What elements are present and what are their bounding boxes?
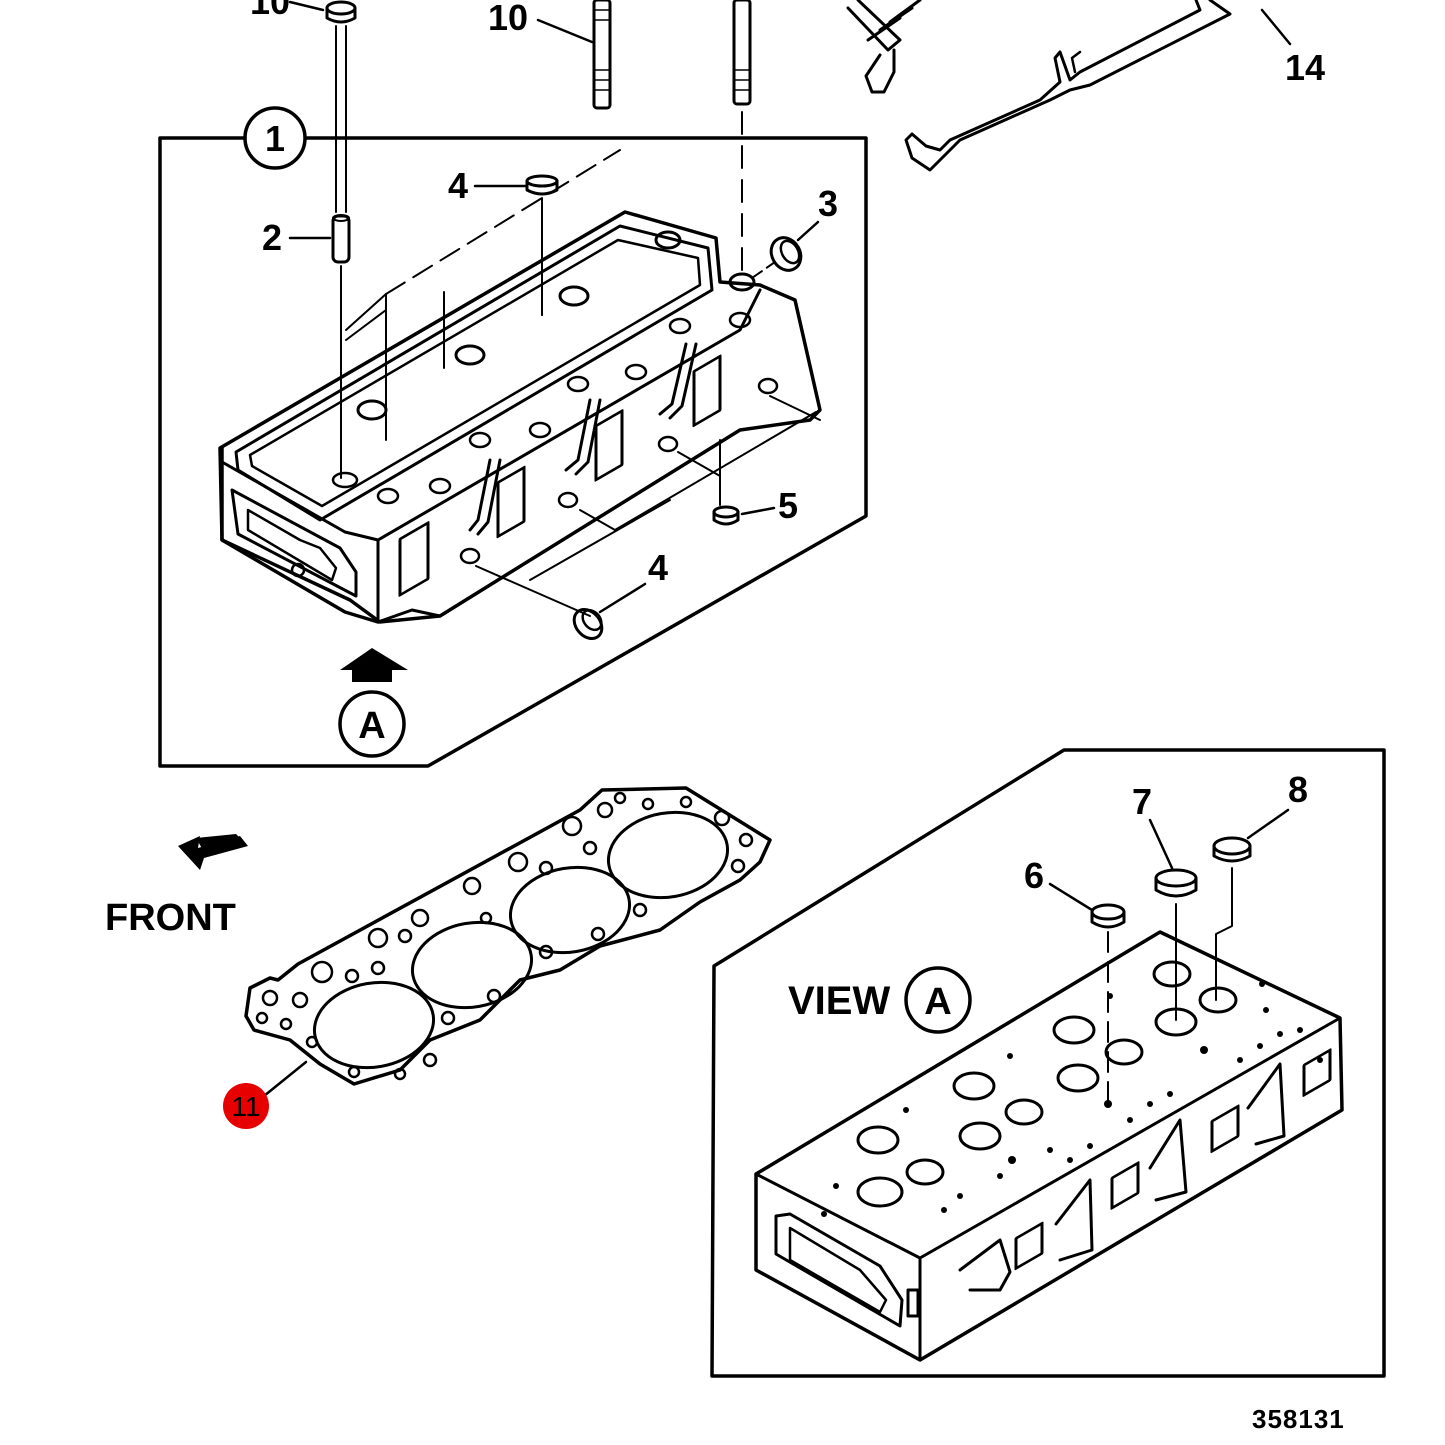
- callout-3: 3: [818, 183, 838, 224]
- frame-cylinder-head-assembly: 1 4 2 3: [158, 106, 868, 768]
- callout-7: 7: [1132, 781, 1152, 822]
- figure-number: 358131: [1252, 1404, 1345, 1434]
- callout-5: 5: [778, 485, 798, 526]
- callout-6: 6: [1024, 855, 1044, 896]
- callout-11: 11: [231, 1091, 260, 1122]
- part-3-seal: [751, 236, 803, 279]
- part-10-bolt: [592, 0, 612, 110]
- part-10-cap: [325, 0, 357, 213]
- top-loose-parts: 10 10: [250, 0, 1325, 271]
- callout-4-bottom: 4: [648, 547, 668, 588]
- callout-14: 14: [1285, 47, 1325, 88]
- front-indicator: FRONT: [105, 834, 248, 939]
- part-8-ring: [1212, 836, 1252, 1001]
- part-4-plug: [572, 608, 604, 640]
- gasket-holes: [255, 791, 754, 1081]
- part-2-guide: [331, 214, 351, 321]
- frame-view-a: VIEW A 6 7 8: [710, 748, 1386, 1378]
- view-marker-letter: A: [358, 705, 385, 747]
- callout-10-top: 10: [250, 0, 290, 22]
- injector: [846, 0, 922, 94]
- callout-4-top: 4: [448, 165, 468, 206]
- part-5-plug: [712, 505, 740, 526]
- callout-8: 8: [1288, 769, 1308, 810]
- cylinder-head-bottom-view: [754, 930, 1344, 1362]
- bottom-view-holes: [821, 981, 1323, 1217]
- cylinder-head-drawing: [218, 149, 822, 624]
- stud: [732, 0, 752, 271]
- view-a-arrow: A: [338, 648, 408, 758]
- callout-10: 10: [488, 0, 528, 38]
- part-14-rail: [904, 0, 1232, 172]
- front-label: FRONT: [105, 897, 236, 939]
- callout-1: 1: [265, 118, 285, 159]
- view-label: VIEW: [788, 979, 890, 1023]
- callout-2: 2: [262, 217, 282, 258]
- head-gasket: 11: [223, 786, 772, 1129]
- part-6-ring: [1090, 903, 1126, 1105]
- callout-11-badge: [223, 1083, 269, 1129]
- view-label-letter: A: [924, 981, 951, 1023]
- callout-1-circle: [243, 106, 307, 170]
